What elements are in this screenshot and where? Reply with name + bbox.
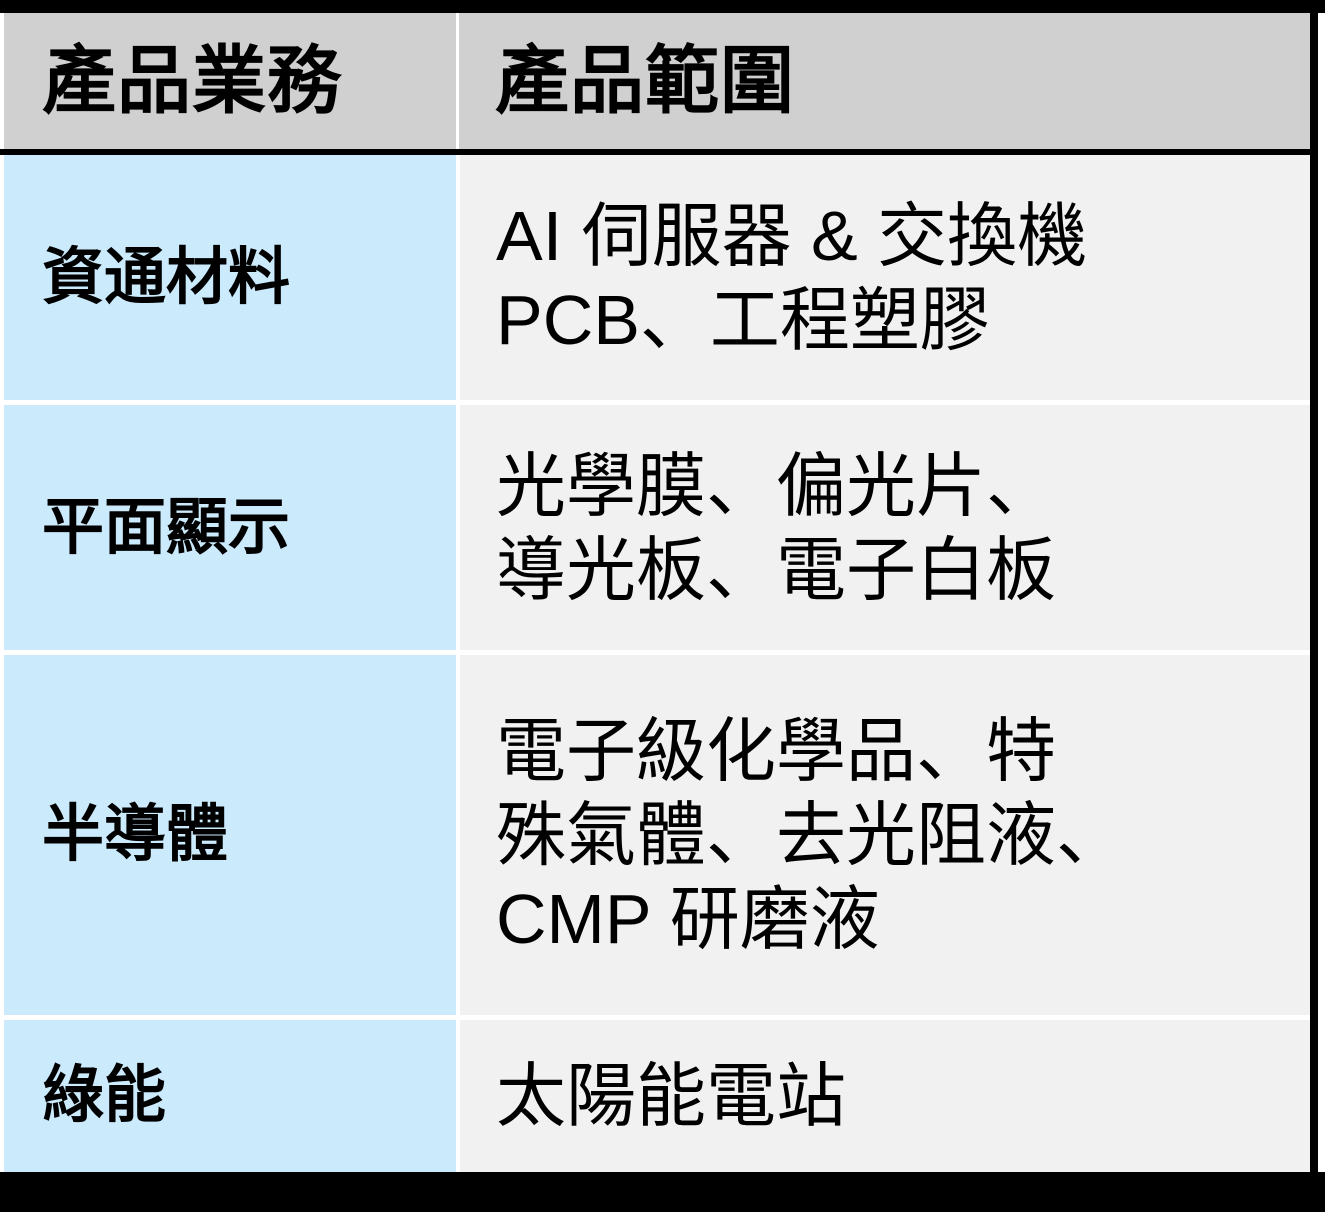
table-header-row: 產品業務 產品範圍: [4, 13, 1310, 149]
scope-line: CMP 研磨液: [496, 880, 880, 958]
scope-text-3: 電子級化學品、特 殊氣體、去光阻液、 CMP 研磨液: [496, 709, 1126, 961]
cell-scope-2: 光學膜、偏光片、 導光板、電子白板: [460, 405, 1310, 650]
cell-business-4: 綠能: [4, 1020, 456, 1172]
scope-line: AI 伺服器 & 交換機: [496, 196, 1088, 275]
table-top-rule: [0, 0, 1325, 13]
table-bottom-rule: [0, 1172, 1325, 1212]
table-row: 半導體 電子級化學品、特 殊氣體、去光阻液、 CMP 研磨液: [4, 655, 1310, 1015]
business-label-3: 半導體: [42, 800, 229, 870]
scope-line: 電子級化學品、特: [496, 712, 1056, 790]
cell-scope-4: 太陽能電站: [460, 1020, 1310, 1172]
header-bottom-rule: [0, 149, 1318, 155]
cell-scope-1: AI 伺服器 & 交換機 PCB、工程塑膠: [460, 155, 1310, 400]
header-label-scope: 產品範圍: [495, 39, 795, 122]
header-cell-business: 產品業務: [4, 13, 456, 149]
scope-line: 太陽能電站: [496, 1057, 846, 1135]
scope-line: PCB、工程塑膠: [496, 280, 990, 359]
header-cell-scope: 產品範圍: [459, 13, 1310, 149]
business-label-2: 平面顯示: [42, 492, 291, 562]
table-right-rule: [1310, 13, 1318, 1172]
business-label-1: 資通材料: [42, 242, 291, 312]
table-row: 資通材料 AI 伺服器 & 交換機 PCB、工程塑膠: [4, 155, 1310, 400]
scope-line: 導光板、電子白板: [496, 530, 1056, 609]
scope-text-1: AI 伺服器 & 交換機 PCB、工程塑膠: [496, 194, 1087, 362]
cell-business-1: 資通材料: [4, 155, 456, 400]
cell-business-3: 半導體: [4, 655, 456, 1015]
cell-scope-3: 電子級化學品、特 殊氣體、去光阻液、 CMP 研磨液: [460, 655, 1310, 1015]
cell-business-2: 平面顯示: [4, 405, 456, 650]
scope-line: 殊氣體、去光阻液、: [496, 796, 1126, 874]
business-label-4: 綠能: [42, 1061, 167, 1131]
table-row: 平面顯示 光學膜、偏光片、 導光板、電子白板: [4, 405, 1310, 650]
scope-text-4: 太陽能電站: [496, 1054, 846, 1138]
header-label-business: 產品業務: [42, 39, 342, 122]
scope-text-2: 光學膜、偏光片、 導光板、電子白板: [496, 444, 1056, 612]
table-row: 綠能 太陽能電站: [4, 1020, 1310, 1172]
scope-line: 光學膜、偏光片、: [496, 446, 1056, 525]
product-scope-table: 產品業務 產品範圍 資通材料 AI 伺服器 & 交換機 PCB、工程塑膠 平面顯…: [4, 13, 1310, 1172]
